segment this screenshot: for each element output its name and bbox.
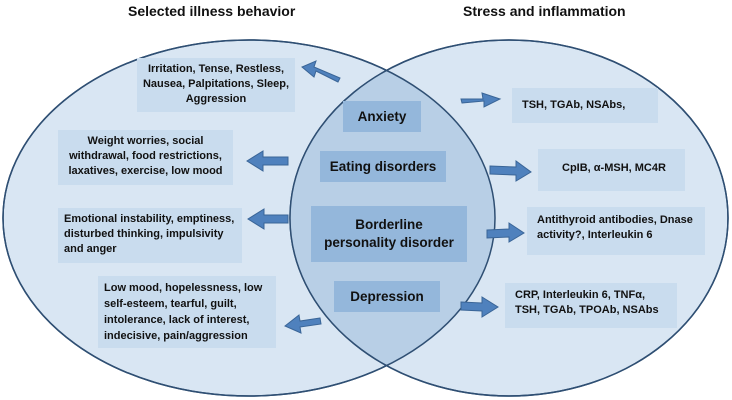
box-line: CpIB, α-MSH, MC4R [562,162,666,174]
right-box-anxiety: TSH, TGAb, NSAbs, [512,88,658,123]
center-box-depression: Depression [334,281,440,312]
arrow-borderline-right [486,222,525,243]
arrow-eating-left [246,150,289,172]
box-line: Weight worries, social [87,135,204,147]
right-box-depression: CRP, Interleukin 6, TNFα, TSH, TGAb, TPO… [505,283,677,328]
box-line: laxatives, exercise, low mood [68,165,223,177]
arrow-anxiety-right [460,92,502,108]
arrow-depression-right [460,296,499,318]
left-heading: Selected illness behavior [128,3,296,19]
right-box-eating: CpIB, α-MSH, MC4R [538,149,685,191]
center-box-eating: Eating disorders [320,151,446,182]
right-box-borderline: Antithyroid antibodies, Dnase activity?,… [527,207,705,255]
arrow-depression-left [284,314,322,334]
box-line: Irritation, Tense, Restless, [147,63,285,75]
box-line: activity?, Interleukin 6 [537,229,653,241]
arrow-borderline-left [247,208,289,230]
box-line: Nausea, Palpitations, Sleep, [142,78,290,90]
box-line: Antithyroid antibodies, Dnase [537,214,693,226]
left-box-eating: Weight worries, social withdrawal, food … [58,130,233,185]
box-line: Aggression [185,93,247,105]
box-line: intolerance, lack of interest, [104,314,250,326]
left-box-borderline: Emotional instability, emptiness, distur… [58,208,242,263]
center-box-borderline: Borderline personality disorder [311,206,467,262]
box-line: Low mood, hopelessness, low [104,282,263,294]
center-line: personality disorder [324,235,454,250]
left-box-anxiety: Irritation, Tense, Restless, Nausea, Pal… [137,58,295,112]
arrow-anxiety-left [301,60,341,83]
left-box-depression: Low mood, hopelessness, low self-esteem,… [98,276,276,348]
box-line: indecisive, pain/aggression [104,330,248,342]
box-line: TSH, TGAb, NSAbs, [522,99,626,111]
center-box-anxiety: Anxiety [343,101,421,132]
arrow-eating-right [489,160,532,182]
box-line: and anger [64,243,117,255]
box-line: CRP, Interleukin 6, TNFα, [515,289,646,301]
box-line: self-esteem, tearful, guilt, [104,298,237,310]
box-line: Emotional instability, emptiness, [64,213,235,225]
box-line: withdrawal, food restrictions, [69,150,222,162]
box-line: disturbed thinking, impulsivity [64,228,224,240]
box-line: TSH, TGAb, TPOAb, NSAbs [515,304,659,316]
right-heading: Stress and inflammation [463,3,626,19]
center-line: Borderline [355,217,423,232]
